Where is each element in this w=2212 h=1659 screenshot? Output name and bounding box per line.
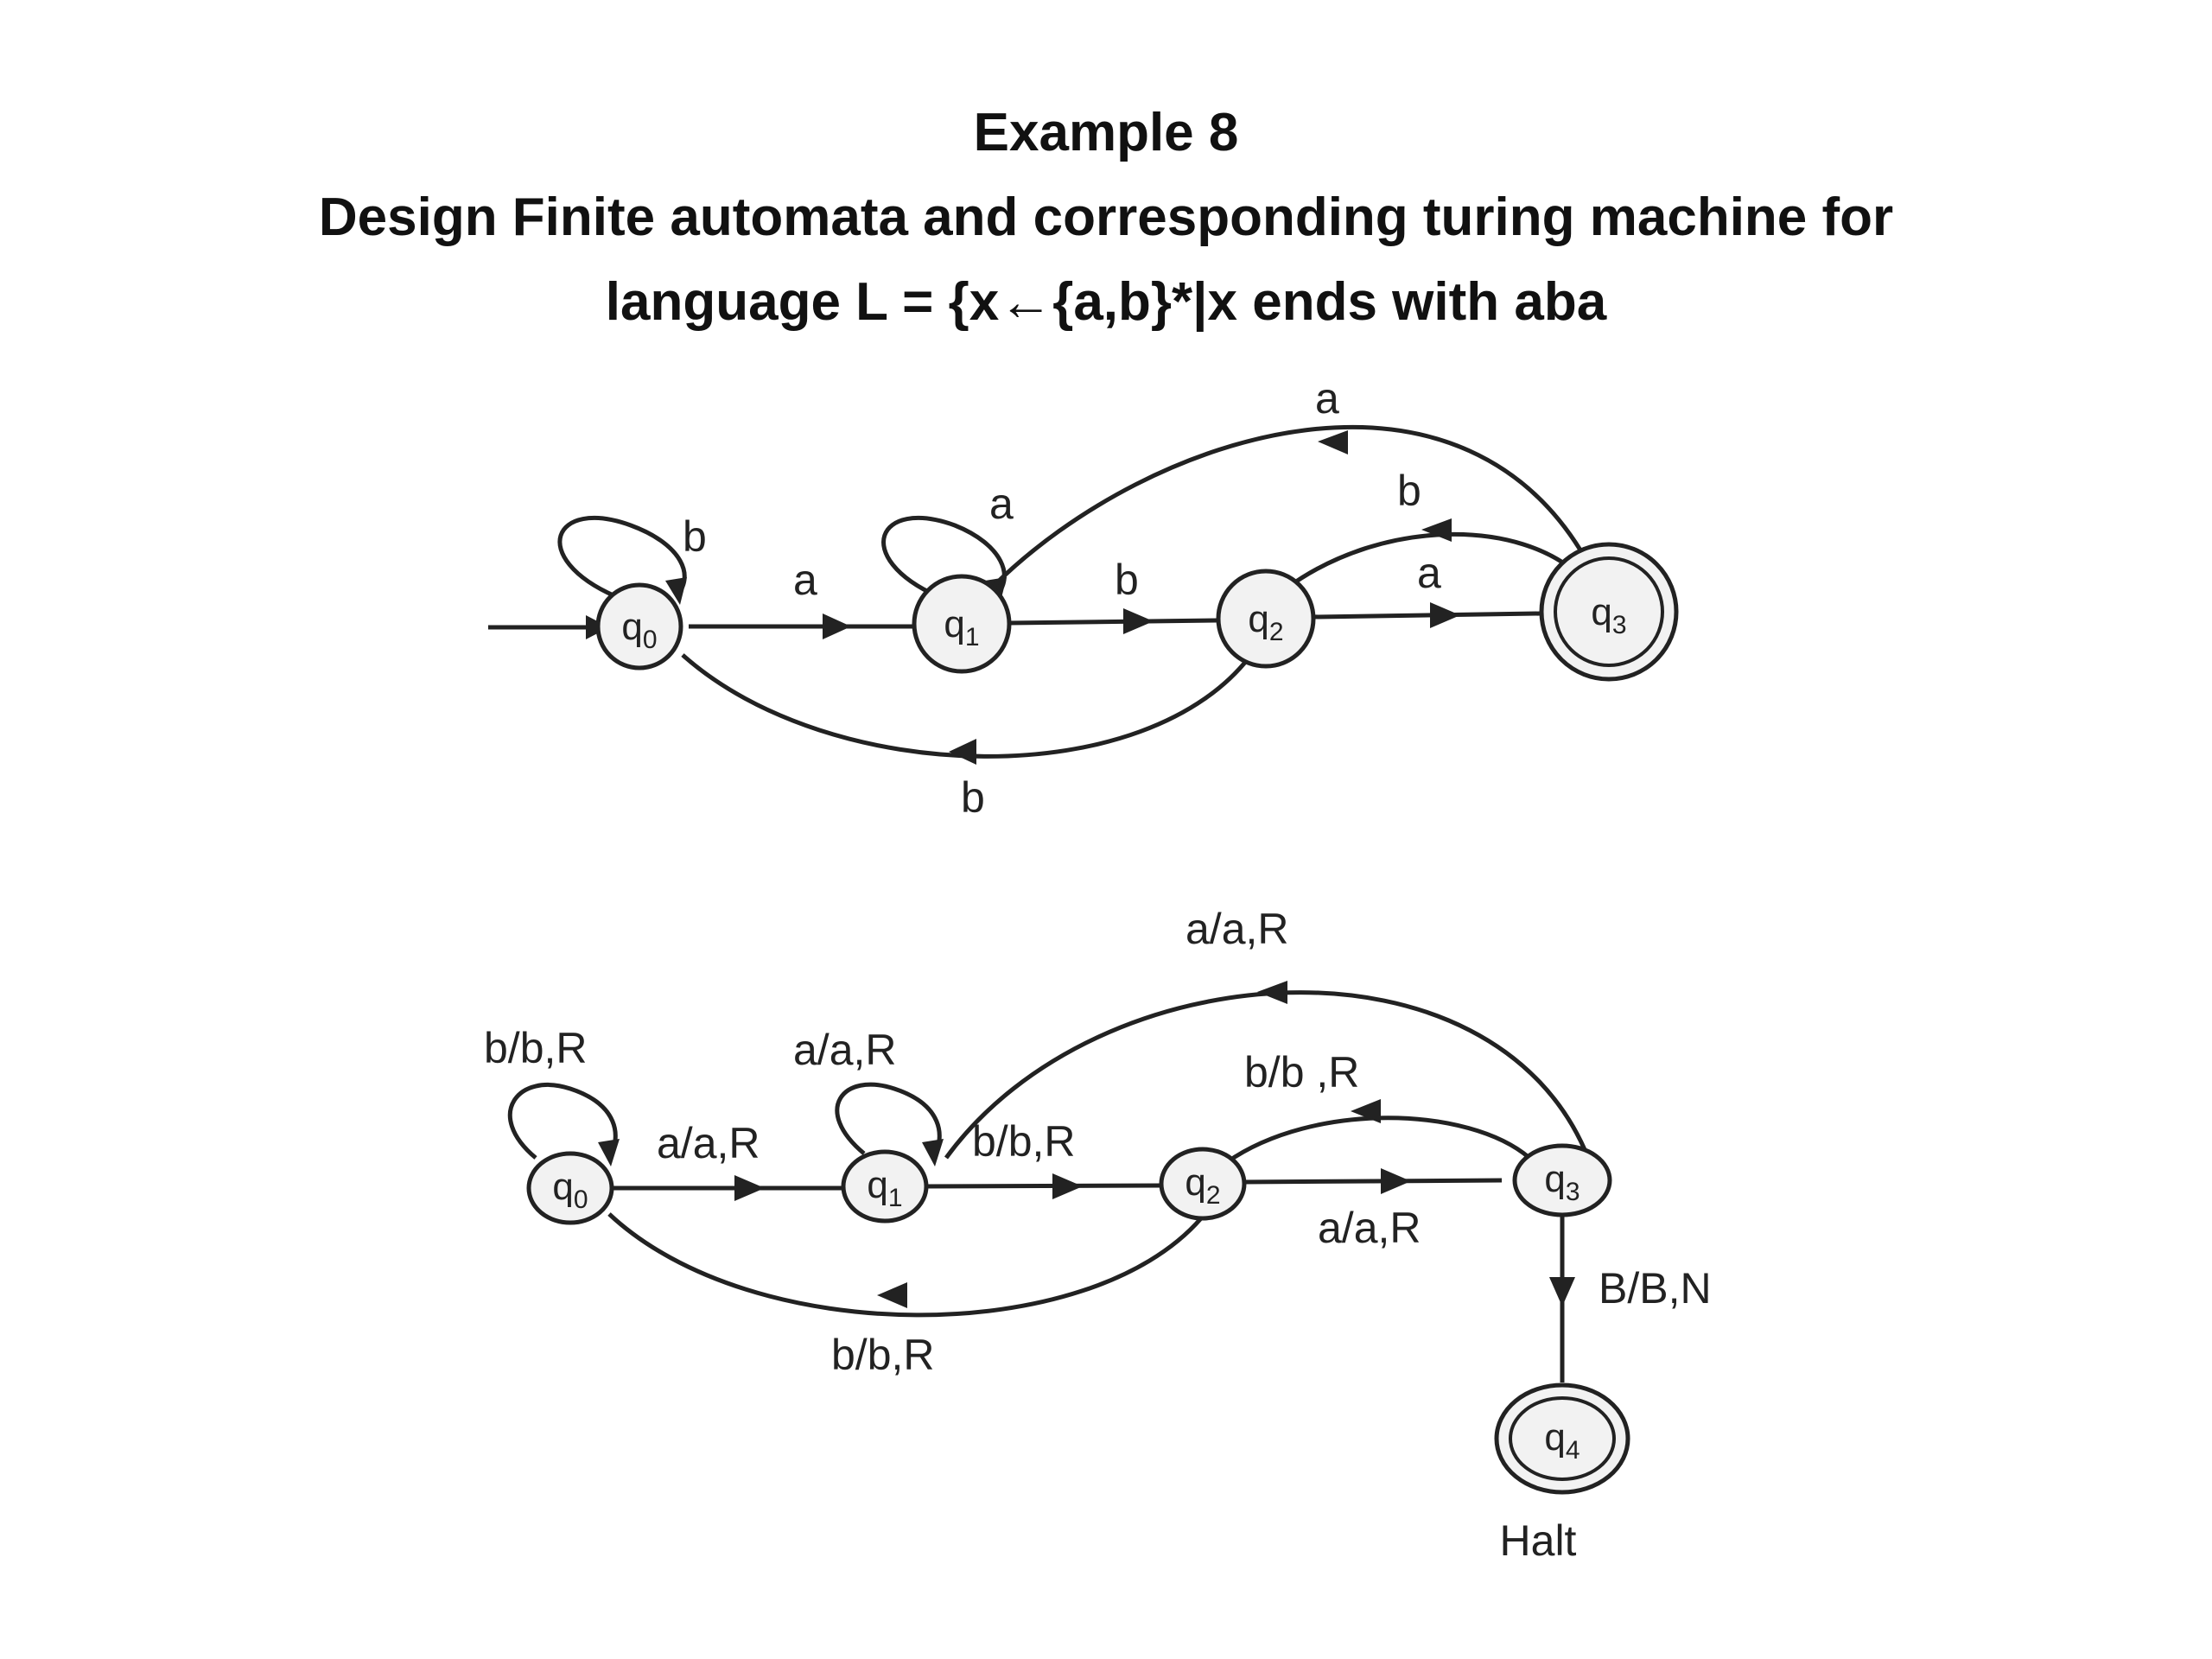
fa-label-q3-q2: b [1397,467,1421,515]
fa-label-q1-q2: b [1115,556,1139,604]
fa-arrowhead-q2-q3 [1430,602,1460,628]
fa-state-q3-label: q [1591,591,1611,633]
tm-label-q1-q2: b/b,R [972,1117,1076,1166]
finite-automaton: b a a b a b a b q0 [488,374,1679,822]
tm-state-q3-label: q [1544,1158,1565,1200]
fa-state-q2-label: q [1248,598,1268,640]
svg-text:q0: q0 [552,1166,588,1214]
tm-arrowhead-q3-q1 [1257,981,1287,1004]
fa-state-q3-accepting: q3 [1539,542,1679,682]
tm-edge-q3-q2 [1225,1116,1531,1165]
tm-arrowhead-q3-q4 [1549,1277,1575,1306]
tm-edge-q2-q3 [1242,1178,1503,1185]
tm-label-q3-q4: B/B,N [1599,1264,1712,1313]
turing-machine: b/b,R a/a,R a/a,R b/b,R a/a,R b/b,R a/a,… [484,905,1712,1565]
svg-text:q0: q0 [621,606,657,654]
svg-text:q4: q4 [1544,1416,1580,1465]
tm-arrowhead-q3-q2 [1351,1099,1381,1123]
tm-state-q0-subscript: 0 [574,1185,588,1214]
tm-label-q0-q0: b/b,R [484,1024,588,1072]
tm-state-q4-label: q [1544,1416,1565,1459]
fa-edge-q1-q2 [1008,618,1217,626]
fa-edge-q1-q1 [881,515,1007,599]
fa-arrowhead-q3-q1 [1318,430,1348,454]
fa-state-q1-subscript: 1 [965,623,980,652]
fa-edge-q3-q1 [992,424,1597,588]
tm-label-q3-q1: a/a,R [1185,905,1289,953]
tm-state-q0: q0 [526,1151,614,1225]
tm-state-q4-accepting: q4 [1494,1382,1630,1495]
fa-state-q0-label: q [621,606,642,648]
tm-halt-label: Halt [1500,1516,1577,1565]
tm-arrowhead-q2-q3 [1381,1168,1411,1194]
svg-text:q1: q1 [944,603,979,652]
fa-arrowhead-q2-q0 [949,739,976,765]
fa-label-q1-q1: a [989,480,1014,528]
tm-state-q1-label: q [867,1164,887,1206]
fa-arrowhead-q3-q2 [1421,518,1452,542]
fa-state-q1-label: q [944,603,964,645]
tm-arrowhead-q2-q0 [877,1282,907,1308]
tm-arrowhead-q0-q1 [734,1175,765,1201]
svg-text:q3: q3 [1591,591,1626,639]
fa-label-q2-q3: a [1417,549,1441,597]
tm-edge-q1-q1 [835,1082,942,1160]
tm-state-q1: q1 [841,1149,929,1224]
fa-label-q0-q0: b [683,512,707,561]
tm-label-q2-q0: b/b,R [831,1331,935,1379]
slide-subtitle-line-2: language L = {x←{a,b}*|x ends with aba [605,272,1607,332]
tm-edge-q0-q0 [507,1083,618,1160]
fa-edge-q2-q0 [681,651,1255,759]
tm-state-q3-subscript: 3 [1566,1178,1580,1206]
tm-label-q1-q1: a/a,R [793,1026,897,1074]
fa-label-q3-q1: a [1315,374,1339,423]
fa-edge-q2-q3 [1313,611,1541,620]
tm-state-q0-label: q [552,1166,573,1208]
fa-label-q0-q1: a [793,556,817,604]
slide-title: Example 8 [973,103,1239,162]
fa-state-q0: q0 [595,582,683,671]
svg-text:q3: q3 [1544,1158,1580,1206]
fa-label-q2-q0: b [961,773,985,822]
fa-state-q0-subscript: 0 [643,626,658,654]
tm-edge-q2-q0 [607,1212,1203,1318]
tm-state-q2-label: q [1185,1161,1205,1204]
fa-arrowhead-q0-q1 [823,613,851,639]
fa-edge-q0-q0 [557,515,687,599]
tm-state-q2: q2 [1159,1147,1247,1221]
fa-arrowhead-q0-q0 [665,577,687,605]
fa-arrowhead-q1-q2 [1123,608,1154,634]
tm-state-q2-subscript: 2 [1206,1181,1221,1210]
tm-edge-q1-q2 [922,1183,1163,1189]
svg-text:q2: q2 [1185,1161,1220,1210]
tm-edge-q3-q1 [944,990,1591,1160]
svg-text:q1: q1 [867,1164,902,1212]
tm-state-q4-subscript: 4 [1566,1436,1580,1465]
fa-state-q1: q1 [912,574,1012,674]
tm-label-q0-q1: a/a,R [657,1119,760,1167]
slide-title-block: Example 8 Design Finite automata and cor… [0,91,2212,345]
slide-subtitle-line-1: Design Finite automata and corresponding… [318,188,1894,247]
tm-arrowhead-q1-q1 [922,1139,944,1166]
fa-state-q3-subscript: 3 [1612,611,1627,639]
tm-label-q2-q3: a/a,R [1318,1204,1421,1252]
fa-state-q2-subscript: 2 [1269,618,1284,646]
tm-state-q3: q3 [1512,1143,1612,1217]
tm-arrowhead-q1-q2 [1052,1173,1083,1199]
svg-text:q2: q2 [1248,598,1283,646]
tm-arrowhead-q0-q0 [598,1139,620,1166]
fa-state-q2: q2 [1216,569,1316,669]
tm-label-q3-q2: b/b ,R [1244,1048,1359,1096]
tm-state-q1-subscript: 1 [888,1184,903,1212]
